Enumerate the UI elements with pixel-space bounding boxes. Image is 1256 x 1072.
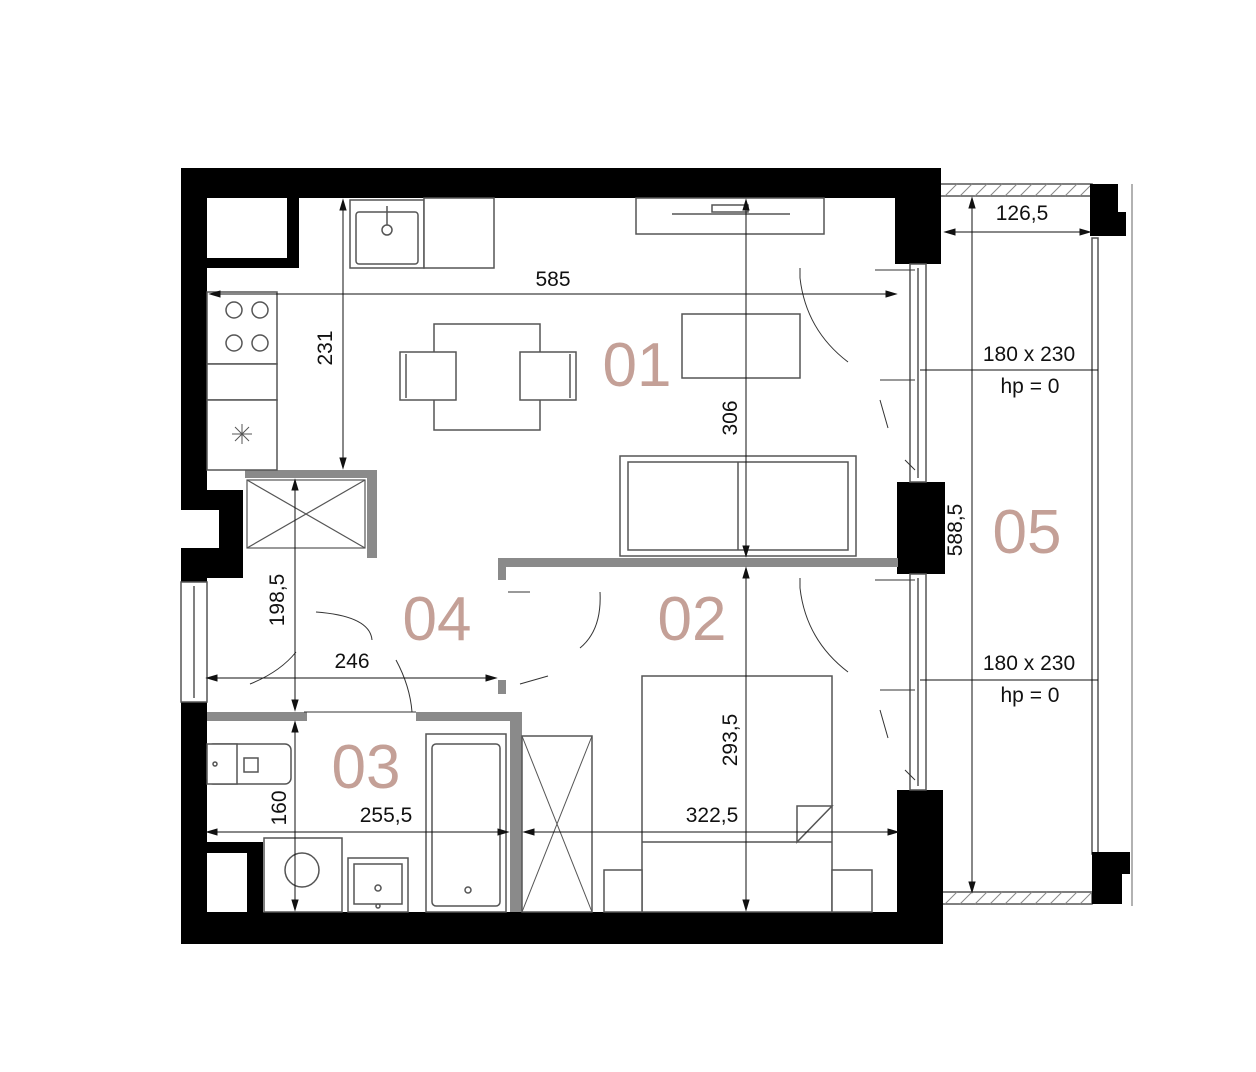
bedroom-furniture xyxy=(521,675,873,913)
balcony-post-bottom xyxy=(1092,852,1122,904)
dim-255-5: 255,5 xyxy=(360,804,413,827)
balcony-rail-top xyxy=(939,183,1093,197)
dim-322-5: 322,5 xyxy=(686,804,739,827)
living-furniture xyxy=(399,197,857,557)
windows xyxy=(180,263,927,791)
balcony-door-labels: 180 x 230 hp = 0 180 x 230 hp = 0 xyxy=(983,343,1075,707)
room-label-02: 02 xyxy=(658,585,727,654)
dimension-lines xyxy=(205,196,1098,912)
coffee-table xyxy=(681,313,801,379)
dim-126-5: 126,5 xyxy=(996,202,1049,225)
dim-293-5: 293,5 xyxy=(719,714,742,767)
dim-246: 246 xyxy=(334,650,369,673)
doors xyxy=(249,268,916,781)
stove-icon xyxy=(206,291,278,365)
dim-585: 585 xyxy=(535,268,570,291)
room-labels: 01 02 03 04 05 xyxy=(332,331,1062,802)
room-label-03: 03 xyxy=(332,733,401,802)
door-note-upper: hp = 0 xyxy=(1001,375,1060,398)
bathroom-furniture xyxy=(206,733,507,913)
balcony-railing-right xyxy=(1091,237,1099,855)
dimension-labels: 585 231 306 126,5 588,5 198,5 246 293,5 … xyxy=(266,202,1048,827)
wardrobe xyxy=(246,479,366,549)
dim-588-5: 588,5 xyxy=(944,504,967,557)
dim-160: 160 xyxy=(268,790,291,825)
bed-icon xyxy=(641,675,833,913)
balcony-post-top xyxy=(1090,184,1118,236)
door-size-lower: 180 x 230 xyxy=(983,652,1075,675)
room-label-05: 05 xyxy=(993,498,1062,567)
dim-231: 231 xyxy=(314,330,337,365)
kitchen xyxy=(206,197,495,471)
partitions xyxy=(207,470,898,912)
room-label-01: 01 xyxy=(603,331,672,400)
dim-198-5: 198,5 xyxy=(266,574,289,627)
door-note-lower: hp = 0 xyxy=(1001,684,1060,707)
door-size-upper: 180 x 230 xyxy=(983,343,1075,366)
balcony-rail-bottom xyxy=(939,891,1093,905)
dim-306: 306 xyxy=(719,400,742,435)
balcony xyxy=(939,183,1133,906)
room-label-04: 04 xyxy=(403,585,472,654)
tv-cabinet xyxy=(635,197,825,235)
